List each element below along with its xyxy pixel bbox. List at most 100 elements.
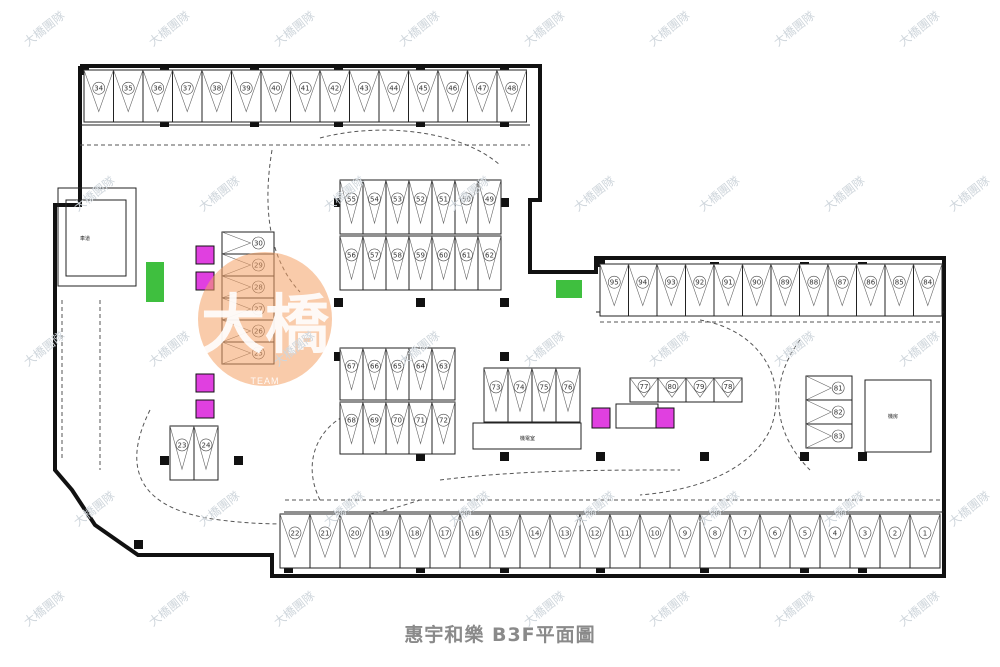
stall-number: 19 (381, 529, 390, 537)
stall-number: 74 (516, 383, 525, 391)
parking-stall-47: 47 (467, 69, 498, 123)
stall-number: 70 (393, 417, 402, 425)
stall-number: 6 (773, 529, 778, 537)
stall-number: 78 (724, 383, 733, 391)
parking-stall-9: 9 (669, 513, 701, 569)
stall-number: 38 (212, 85, 221, 93)
stall-number: 81 (834, 385, 843, 393)
stall-number: 1 (923, 529, 927, 537)
stall-number: 94 (638, 279, 647, 287)
stall-number: 18 (411, 529, 420, 537)
stall-number: 62 (485, 251, 494, 259)
stall-number: 72 (439, 417, 448, 425)
stall-number: 55 (347, 195, 356, 203)
stall-number: 90 (752, 279, 761, 287)
stall-number: 2 (893, 529, 897, 537)
stall-number: 43 (360, 85, 369, 93)
parking-stall-51: 51 (431, 179, 456, 235)
parking-stall-88: 88 (799, 263, 829, 317)
parking-stall-39: 39 (231, 69, 262, 123)
parking-stall-3: 3 (849, 513, 881, 569)
parking-stall-24: 24 (193, 425, 219, 481)
stall-number: 36 (153, 85, 162, 93)
logo-subtitle: TEAM (250, 376, 280, 386)
stall-number: 63 (439, 363, 448, 371)
stall-number: 88 (809, 279, 818, 287)
stall-number: 52 (416, 195, 425, 203)
parking-stall-54: 54 (362, 179, 387, 235)
stall-number: 7 (743, 529, 747, 537)
parking-stall-71: 71 (408, 401, 433, 455)
stall-number: 30 (254, 240, 263, 248)
parking-stall-19: 19 (369, 513, 401, 569)
parking-stall-85: 85 (884, 263, 914, 317)
right-room-label: 機房 (888, 413, 898, 420)
parking-stall-38: 38 (201, 69, 232, 123)
parking-stall-75: 75 (531, 367, 557, 423)
parking-stall-68: 68 (339, 401, 364, 455)
stall-number: 41 (301, 85, 310, 93)
parking-stall-94: 94 (628, 263, 658, 317)
stall-number: 13 (561, 529, 570, 537)
parking-stall-63: 63 (431, 347, 456, 401)
stall-number: 85 (895, 279, 904, 287)
stall-number: 67 (347, 363, 356, 371)
parking-stall-60: 60 (431, 235, 456, 291)
stall-number: 53 (393, 195, 402, 203)
stall-number: 93 (667, 279, 676, 287)
parking-stall-11: 11 (609, 513, 641, 569)
parking-stall-74: 74 (507, 367, 533, 423)
stall-number: 22 (291, 529, 300, 537)
stall-number: 23 (178, 441, 187, 449)
parking-stall-77: 77 (629, 377, 659, 403)
stall-number: 49 (485, 195, 494, 203)
stall-number: 46 (448, 85, 457, 93)
left-room-label: 車道 (80, 235, 90, 242)
stall-number: 5 (803, 529, 807, 537)
parking-stall-22: 22 (279, 513, 311, 569)
stall-number: 79 (696, 383, 705, 391)
team-logo: 大橋 TEAM (198, 252, 332, 386)
parking-stall-95: 95 (599, 263, 629, 317)
stall-number: 16 (471, 529, 480, 537)
stall-number: 87 (838, 279, 847, 287)
stall-number: 54 (370, 195, 379, 203)
stall-number: 24 (202, 441, 211, 449)
parking-stall-59: 59 (408, 235, 433, 291)
stall-number: 51 (439, 195, 448, 203)
parking-stall-87: 87 (827, 263, 857, 317)
parking-stall-53: 53 (385, 179, 410, 235)
stall-number: 69 (370, 417, 379, 425)
parking-stall-70: 70 (385, 401, 410, 455)
parking-stall-89: 89 (770, 263, 800, 317)
plan-caption: 惠宇和樂 B3F平面圖 (404, 624, 596, 646)
parking-stall-35: 35 (113, 69, 144, 123)
parking-stall-36: 36 (142, 69, 173, 123)
parking-stall-57: 57 (362, 235, 387, 291)
stall-number: 71 (416, 417, 425, 425)
parking-stall-30: 30 (221, 231, 275, 255)
parking-stall-15: 15 (489, 513, 521, 569)
stall-number: 8 (713, 529, 717, 537)
parking-stall-82: 82 (805, 399, 853, 425)
stall-number: 15 (501, 529, 510, 537)
parking-stall-73: 73 (483, 367, 509, 423)
parking-stall-6: 6 (759, 513, 791, 569)
parking-stall-80: 80 (657, 377, 687, 403)
parking-stall-76: 76 (555, 367, 581, 423)
stall-number: 21 (321, 529, 330, 537)
stall-number: 68 (347, 417, 356, 425)
parking-stall-13: 13 (549, 513, 581, 569)
parking-stall-93: 93 (656, 263, 686, 317)
parking-stall-44: 44 (378, 69, 409, 123)
parking-stall-41: 41 (290, 69, 321, 123)
stall-number: 58 (393, 251, 402, 259)
stall-number: 20 (351, 529, 360, 537)
parking-stall-56: 56 (339, 235, 364, 291)
stall-number: 42 (330, 85, 339, 93)
parking-stall-10: 10 (639, 513, 671, 569)
stall-number: 75 (540, 383, 549, 391)
parking-stall-17: 17 (429, 513, 461, 569)
